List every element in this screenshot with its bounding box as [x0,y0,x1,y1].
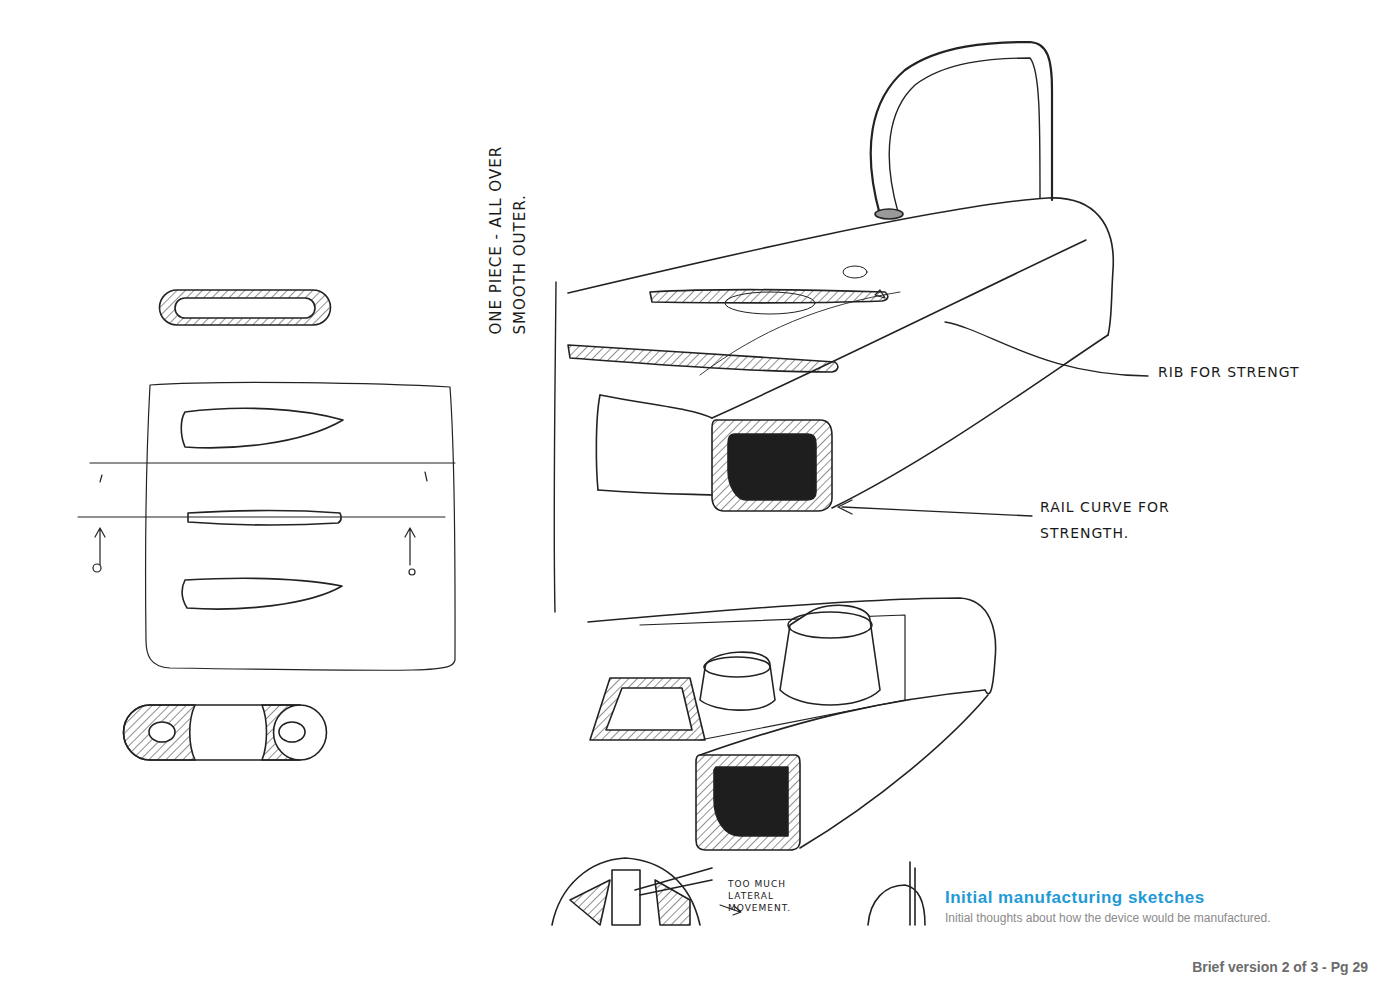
callout-label: RIB FOR STRENGT [1158,364,1378,380]
callout-label: RAIL CURVE FOR STRENGTH. [1040,494,1190,546]
note-label: TOO MUCH LATERAL MOVEMENT. [728,878,820,914]
page-caption: Initial thoughts about how the device wo… [945,911,1285,927]
page-number: Brief version 2 of 3 - Pg 29 [1100,959,1368,975]
page-title: Initial manufacturing sketches [945,888,1365,908]
note-label: ONE PIECE - ALL OVER SMOOTH OUTER. [484,120,532,335]
